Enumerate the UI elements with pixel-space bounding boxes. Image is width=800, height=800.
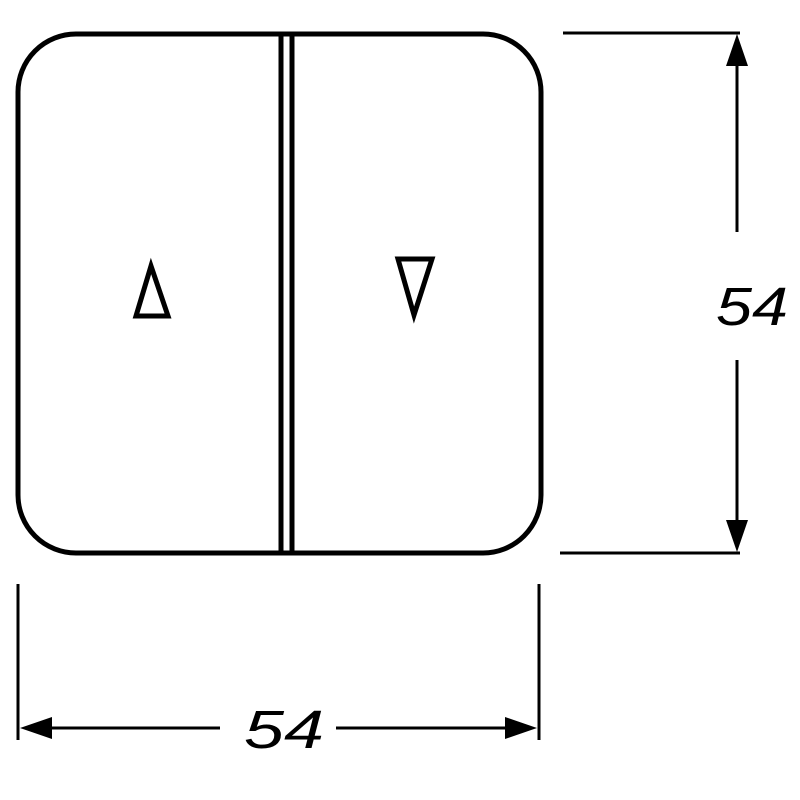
up-triangle-outline-icon	[132, 257, 172, 319]
width-dimension: 54	[16, 584, 541, 760]
width-arrow-left-icon	[20, 717, 52, 739]
down-triangle-outline-icon	[394, 256, 436, 324]
width-dimension-label: 54	[244, 700, 324, 760]
width-arrow-right-icon	[505, 717, 537, 739]
right-rocker	[394, 256, 436, 324]
height-dimension: 54	[560, 31, 788, 555]
left-rocker	[132, 257, 172, 319]
height-arrow-bottom-icon	[726, 520, 748, 552]
height-dimension-label: 54	[716, 277, 788, 337]
height-arrow-top-icon	[726, 34, 748, 66]
